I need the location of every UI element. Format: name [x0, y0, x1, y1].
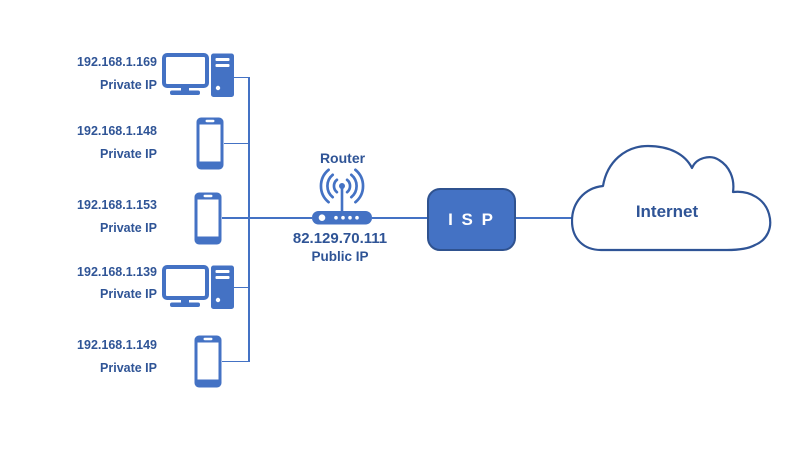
device-ip-label: 192.168.1.149 [77, 338, 157, 352]
connector-line [222, 360, 250, 363]
connector-line [234, 286, 250, 289]
device-ip-label: 192.168.1.148 [77, 124, 157, 138]
desktop-computer-icon [162, 265, 234, 309]
connector-line [234, 76, 250, 79]
device-type-label: Private IP [100, 361, 157, 375]
device-ip-label: 192.168.1.153 [77, 198, 157, 212]
connector-line [222, 217, 312, 219]
router-label: Router [319, 150, 366, 166]
public-ip-label: Public IP [311, 249, 369, 264]
device-ip-label: 192.168.1.139 [77, 265, 157, 279]
isp-box: I S P [427, 188, 516, 251]
internet-label: Internet [635, 202, 699, 221]
connector-line [224, 142, 250, 145]
bus-line [248, 77, 250, 362]
device-type-label: Private IP [100, 78, 157, 92]
isp-label: I S P [448, 210, 495, 229]
smartphone-icon [194, 335, 222, 388]
smartphone-icon [194, 192, 222, 245]
desktop-computer-icon [162, 53, 234, 97]
public-ip-value: 82.129.70.111 [292, 230, 388, 247]
wifi-router-icon [312, 168, 372, 225]
router-isp-line [372, 217, 427, 219]
isp-internet-line [516, 217, 572, 219]
device-type-label: Private IP [100, 287, 157, 301]
device-type-label: Private IP [100, 147, 157, 161]
smartphone-icon [196, 117, 224, 170]
device-ip-label: 192.168.1.169 [77, 55, 157, 69]
internet-cloud-icon [571, 144, 772, 252]
device-type-label: Private IP [100, 221, 157, 235]
